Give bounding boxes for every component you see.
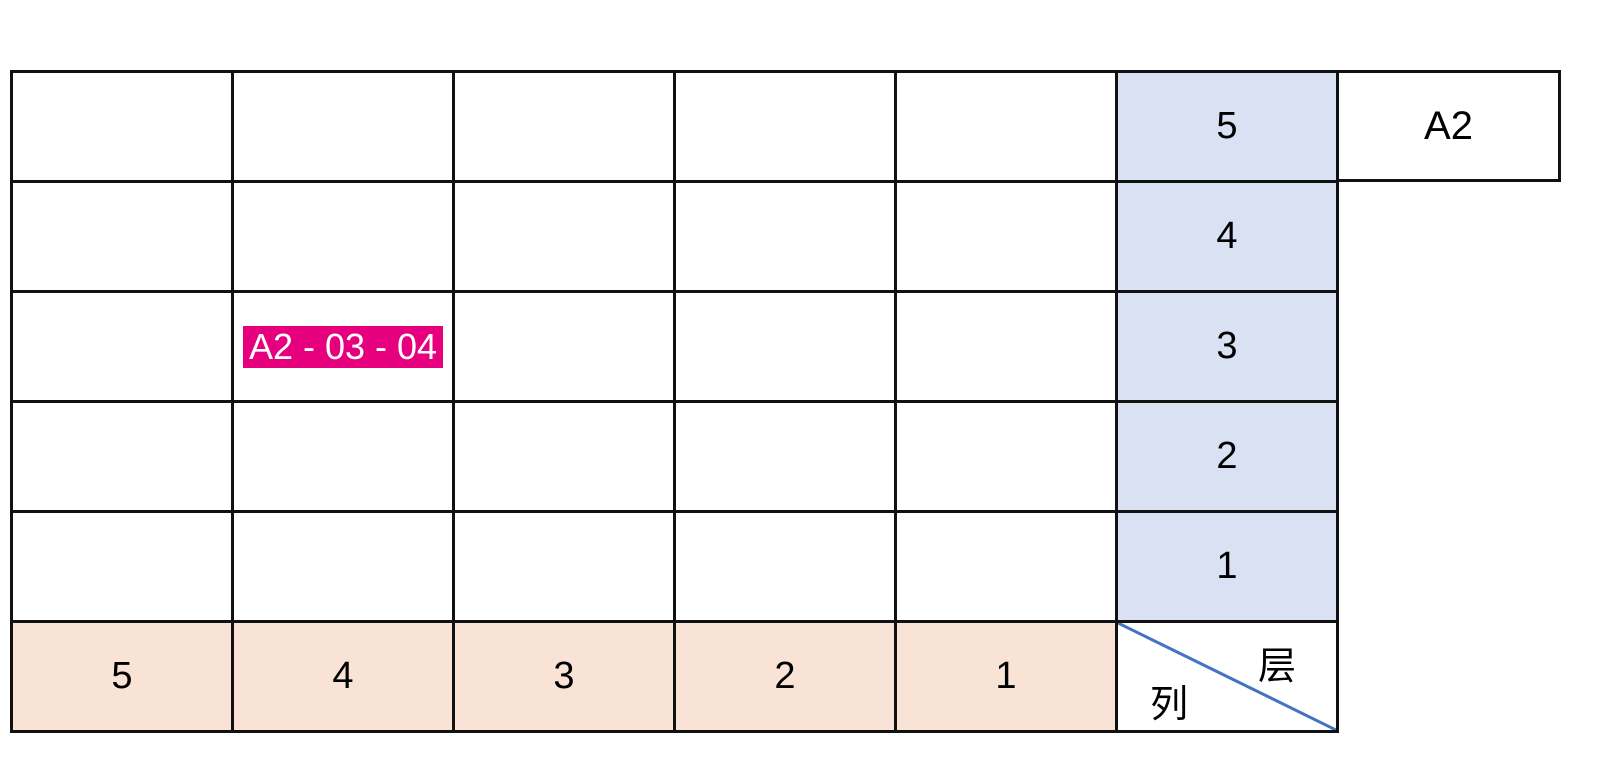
slot-cell-r4-c4 — [673, 400, 897, 513]
slot-cell-r4-c3 — [452, 400, 676, 513]
slot-cell-r3-c2: A2 - 03 - 04 — [231, 290, 455, 403]
layer-number-cell: 1 — [1115, 510, 1339, 623]
column-number-cell: 5 — [10, 620, 234, 733]
slot-cell-r1-c5 — [894, 70, 1118, 183]
slot-cell-r1-c1 — [10, 70, 234, 183]
slot-cell-r1-c3 — [452, 70, 676, 183]
layer-number-cell: 5 — [1115, 70, 1339, 183]
slot-cell-r5-c3 — [452, 510, 676, 623]
slot-cell-r5-c5 — [894, 510, 1118, 623]
column-number-cell: 2 — [673, 620, 897, 733]
slot-cell-r4-c1 — [10, 400, 234, 513]
slot-cell-r2-c3 — [452, 180, 676, 293]
slot-cell-r4-c5 — [894, 400, 1118, 513]
layer-number-cell: 3 — [1115, 290, 1339, 403]
column-axis-label: 列 — [1150, 682, 1189, 726]
slot-cell-r1-c2 — [231, 70, 455, 183]
slot-cell-r2-c5 — [894, 180, 1118, 293]
diagonal-line — [1118, 623, 1336, 730]
layer-axis-label: 层 — [1258, 644, 1297, 688]
corner-header-cell: 层列 — [1115, 620, 1339, 733]
layer-number-cell: 4 — [1115, 180, 1339, 293]
layer-number-cell: 2 — [1115, 400, 1339, 513]
slot-cell-r1-c4 — [673, 70, 897, 183]
column-number-cell: 1 — [894, 620, 1118, 733]
slot-cell-r3-c3 — [452, 290, 676, 403]
column-number-cell: 4 — [231, 620, 455, 733]
slot-cell-r2-c4 — [673, 180, 897, 293]
slot-cell-r3-c4 — [673, 290, 897, 403]
column-number-cell: 3 — [452, 620, 676, 733]
slot-cell-r5-c1 — [10, 510, 234, 623]
slot-cell-r4-c2 — [231, 400, 455, 513]
slot-cell-r2-c2 — [231, 180, 455, 293]
zone-label: A2 — [1336, 70, 1561, 182]
slot-cell-r5-c4 — [673, 510, 897, 623]
slot-cell-r2-c1 — [10, 180, 234, 293]
slot-cell-r3-c5 — [894, 290, 1118, 403]
slot-cell-r3-c1 — [10, 290, 234, 403]
highlight-location-label: A2 - 03 - 04 — [242, 325, 444, 368]
corner-diagonal — [1118, 623, 1336, 730]
slot-cell-r5-c2 — [231, 510, 455, 623]
